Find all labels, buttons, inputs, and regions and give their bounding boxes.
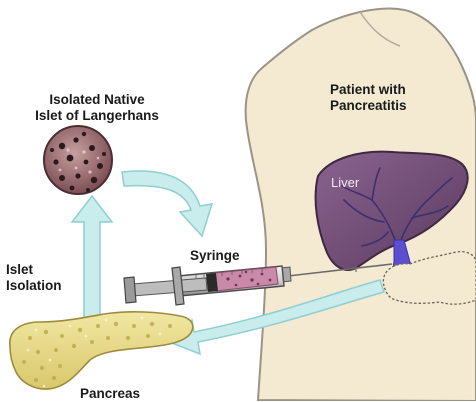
patient-label-line1: Patient with bbox=[330, 82, 448, 98]
liver-label: Liver bbox=[331, 176, 359, 191]
arrow-islet-isolation bbox=[72, 196, 112, 328]
islet-isolation-label-line2: Isolation bbox=[6, 278, 62, 294]
islet-isolation-label: Islet Isolation bbox=[6, 262, 62, 293]
arrow-to-syringe bbox=[122, 171, 212, 236]
islet-of-langerhans bbox=[44, 126, 112, 194]
pancreas-label: Pancreas bbox=[80, 386, 140, 402]
patient-label: Patient with Pancreatitis bbox=[330, 82, 448, 113]
syringe-label: Syringe bbox=[190, 248, 240, 264]
patient-label-line2: Pancreatitis bbox=[330, 98, 448, 114]
isolated-islet-label: Isolated Native Islet of Langerhans bbox=[12, 92, 182, 123]
pancreas bbox=[10, 312, 193, 389]
isolated-islet-label-line2: Islet of Langerhans bbox=[12, 108, 182, 124]
islet-isolation-label-line1: Islet bbox=[6, 262, 62, 278]
isolated-islet-label-line1: Isolated Native bbox=[12, 92, 182, 108]
